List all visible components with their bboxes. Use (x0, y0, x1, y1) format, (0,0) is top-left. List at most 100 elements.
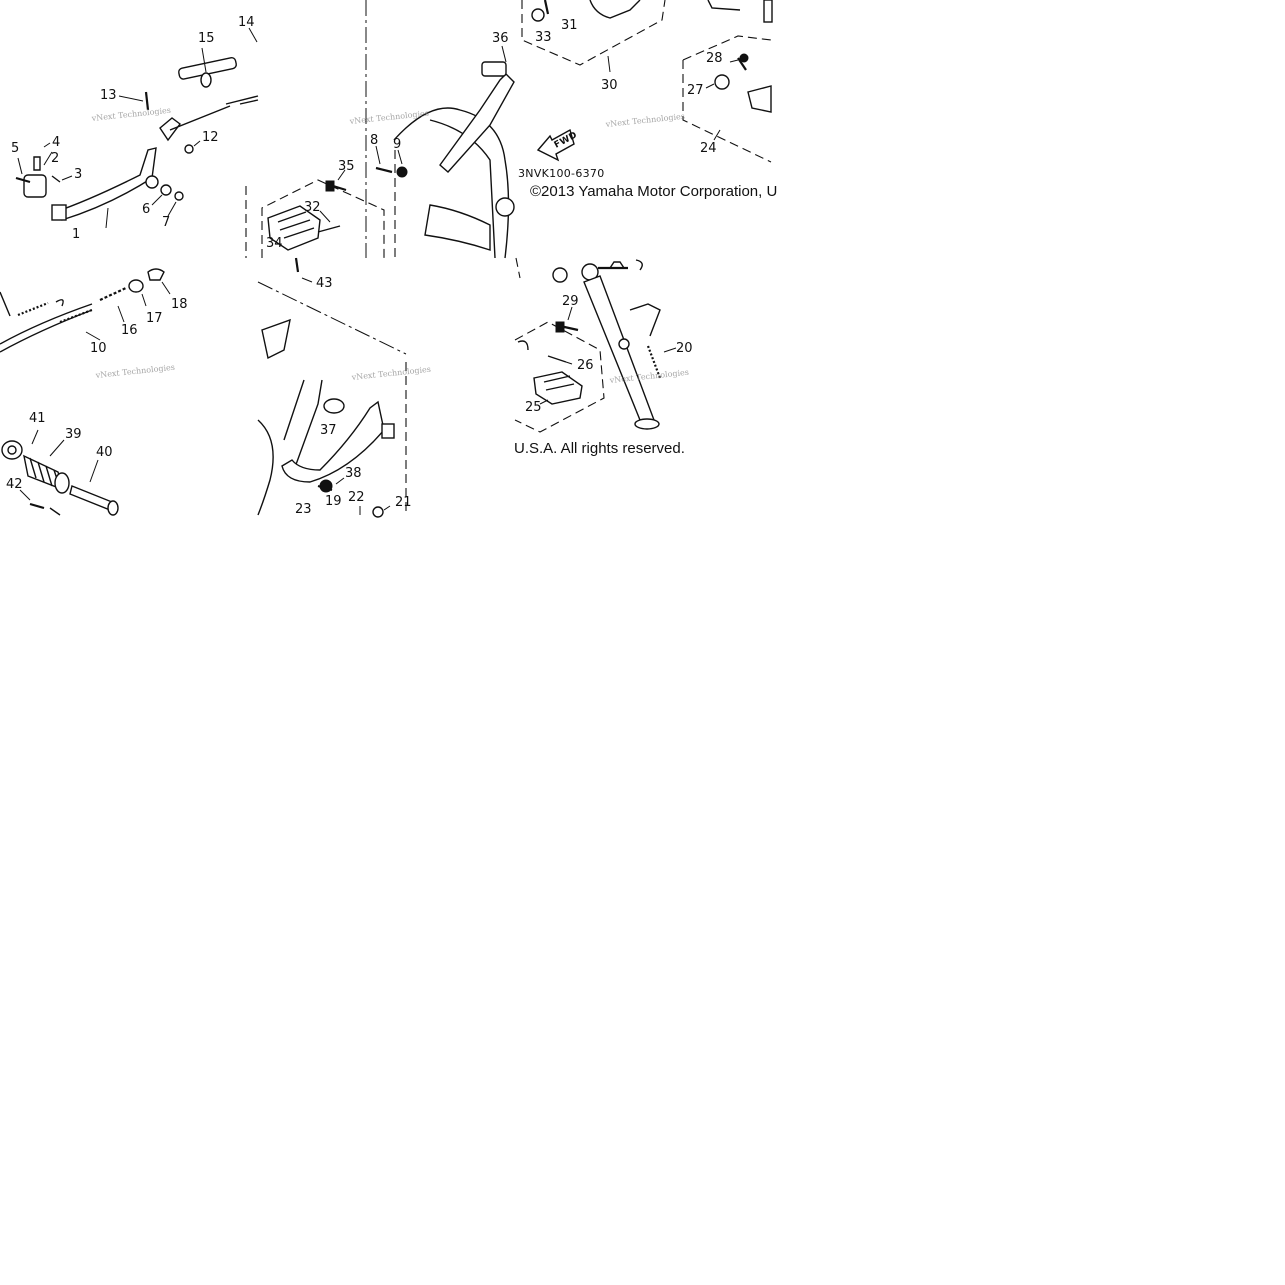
callout-17: 17 (146, 311, 163, 326)
pin-27-part (714, 74, 730, 90)
callout-24: 24 (700, 141, 717, 156)
callout-20: 20 (676, 341, 693, 356)
part-code-label: 3NVK100-6370 (518, 167, 605, 180)
callout-38: 38 (345, 466, 362, 481)
callout-35: 35 (338, 159, 355, 174)
callout-40: 40 (96, 445, 113, 460)
callout-14: 14 (238, 15, 255, 30)
callout-29: 29 (562, 294, 579, 309)
tile-grip (1, 429, 119, 516)
pin-40-part (69, 485, 113, 511)
nut-7-part (174, 191, 184, 201)
callout-2: 2 (51, 151, 59, 166)
forward-arrow-icon (536, 128, 575, 162)
callout-33: 33 (535, 30, 552, 45)
clevis-part (23, 174, 47, 198)
spring-16-part (99, 287, 127, 301)
callout-32: 32 (304, 200, 321, 215)
callout-10: 10 (90, 341, 107, 356)
callout-28: 28 (706, 51, 723, 66)
callout-22: 22 (348, 490, 365, 505)
watermark-2: vNext Technologies (348, 109, 429, 126)
callout-13: 13 (100, 88, 117, 103)
spring-20-part (646, 345, 662, 379)
copyright-line-1: ©2013 Yamaha Motor Corporation, U (530, 183, 777, 200)
callout-25: 25 (525, 400, 542, 415)
shift-pedal-36-part (439, 73, 515, 173)
callout-8: 8 (370, 133, 378, 148)
washer-6-part (160, 184, 172, 196)
watermark-4: vNext Technologies (94, 363, 175, 380)
peg-bracket-37-part (281, 400, 385, 483)
callout-39: 39 (65, 427, 82, 442)
rod-collar-part (200, 72, 212, 88)
callout-1: 1 (72, 227, 80, 242)
callout-15: 15 (198, 31, 215, 46)
cotter-pin-13-part (144, 91, 150, 111)
callout-23: 23 (295, 502, 312, 517)
callout-9: 9 (393, 137, 401, 152)
callout-43: 43 (316, 276, 333, 291)
spring-clip-3-part (51, 175, 61, 183)
callout-41: 41 (29, 411, 46, 426)
group-30-outline (521, 0, 666, 66)
callout-21: 21 (395, 495, 412, 510)
callout-6: 6 (142, 202, 150, 217)
washer-12-part (184, 144, 194, 154)
tile-rear-footrest: FWD (521, 0, 773, 163)
watermark-5: vNext Technologies (350, 365, 431, 382)
pin-4-part (33, 156, 41, 171)
callout-19: 19 (325, 494, 342, 509)
copyright-line-2: U.S.A. All rights reserved. (514, 440, 685, 457)
watermarks: vNext Technologies vNext Technologies vN… (90, 106, 689, 385)
callout-18: 18 (171, 297, 188, 312)
bolt-33-part (543, 0, 550, 15)
brake-pedal-part (53, 147, 157, 221)
callout-4: 4 (52, 135, 60, 150)
callout-36: 36 (492, 31, 509, 46)
collar-17-part (128, 279, 144, 293)
callout-42: 42 (6, 477, 23, 492)
tile-sidestand (514, 257, 677, 433)
bolt-5-part (15, 176, 31, 184)
callout-31: 31 (561, 18, 578, 33)
brake-rod-10-part (0, 309, 93, 353)
spring-32-part (317, 225, 341, 233)
callout-7: 7 (162, 215, 170, 230)
group-24-outline (682, 35, 772, 163)
tile-footrest-center (245, 0, 515, 283)
bracket-part (261, 318, 291, 360)
rear-peg-part (747, 85, 772, 113)
group-25-outline (514, 321, 605, 433)
tile-brake-pedal (15, 27, 259, 229)
callout-12: 12 (202, 130, 219, 145)
nut-9-part (396, 166, 408, 178)
brake-arm-part (159, 117, 181, 142)
sidestand-20-part (583, 275, 656, 421)
callout-27: 27 (687, 83, 704, 98)
callout-26: 26 (577, 358, 594, 373)
wing-nut-18-part (147, 268, 165, 281)
callout-16: 16 (121, 323, 138, 338)
peg-boss-part (424, 204, 491, 251)
tile-peg-bracket (257, 281, 407, 518)
callout-3: 3 (74, 167, 82, 182)
watermark-1: vNext Technologies (90, 106, 171, 123)
pin-43-part (294, 257, 300, 273)
cotter-42-part (29, 502, 45, 510)
tile-brake-rod (0, 268, 171, 353)
spring-26-part (547, 355, 567, 363)
callout-37: 37 (320, 423, 337, 438)
callout-34: 34 (266, 236, 283, 251)
bracket-31-part (589, 0, 641, 19)
callout-5: 5 (11, 141, 19, 156)
callout-labels: 15 14 13 12 5 4 2 3 6 7 1 35 8 9 32 34 4… (6, 15, 723, 517)
clip-21-part (372, 506, 384, 518)
bolt-28-part (737, 57, 747, 71)
bolt-8-part (375, 166, 393, 174)
footpeg-34-part (267, 205, 321, 251)
watermark-3: vNext Technologies (604, 112, 685, 129)
nut-part (552, 267, 568, 283)
